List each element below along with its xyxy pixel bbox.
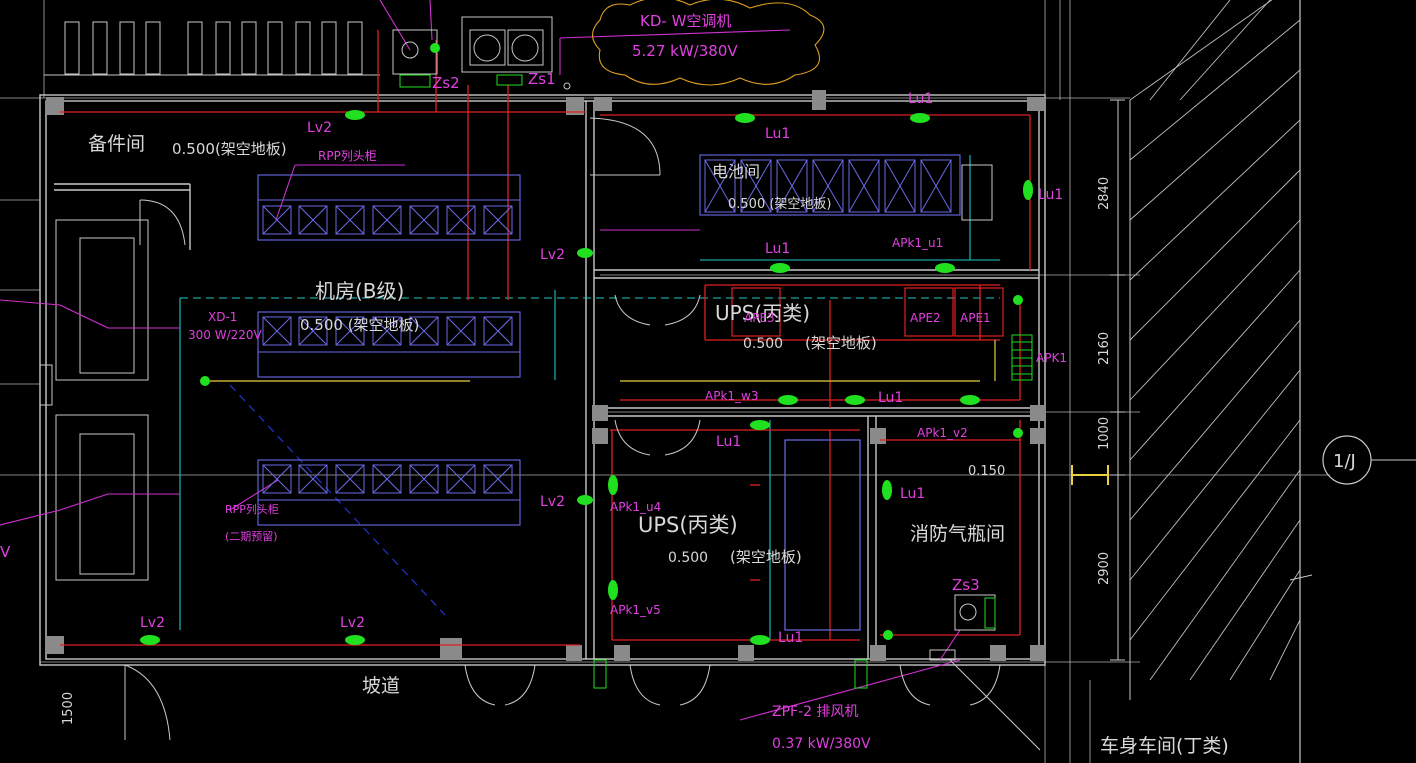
apk1-v5-label: APk1_v5 [610, 603, 661, 617]
zs3-label: Zs3 [952, 576, 980, 594]
ups-bottom-floor: 0.500 [668, 550, 708, 566]
spare-room-floor: 0.500(架空地板) [172, 140, 287, 158]
ups-top-label: UPS(丙类) [715, 301, 810, 325]
zs3-device [954, 594, 996, 631]
left-voltage-mark: V [0, 543, 11, 561]
spare-room-door [139, 117, 661, 246]
left-equipment-boxes [39, 219, 149, 581]
hatched-exterior-area [1129, 0, 1301, 763]
lv2-label-bl: Lv2 [140, 615, 165, 631]
ups-panels [731, 287, 1004, 631]
apk1-label: APK1 [1036, 351, 1067, 365]
lu1-label-bottom: Lu1 [778, 630, 803, 646]
revision-cloud [591, 0, 825, 86]
leader-lines [0, 0, 961, 721]
ac-unit-name: KD- W空调机 [640, 12, 731, 30]
ups-top-floor-note: (架空地板) [805, 334, 877, 352]
battery-room-floor: 0.500 (架空地板) [728, 197, 832, 212]
lv2-label-lower: Lv2 [540, 494, 565, 510]
ape2-label: APE2 [910, 311, 941, 325]
dim-2900: 2900 [1097, 552, 1112, 585]
ramp-label: 坡道 [362, 675, 400, 697]
dim-2160: 2160 [1097, 332, 1112, 365]
lu1-label-top: Lu1 [908, 91, 933, 107]
lu1-label-mid: Lu1 [765, 241, 790, 257]
lu1-label-ups2: Lu1 [716, 434, 741, 450]
dim-1000: 1000 [1097, 417, 1112, 450]
apk1-v2-label: APk1_v2 [917, 426, 968, 440]
ape1-label: APE1 [960, 311, 991, 325]
lu1-label-battery: Lu1 [765, 126, 790, 142]
machine-room-floor: 0.500 (架空地板) [300, 316, 419, 334]
power-lines [60, 30, 1031, 646]
lv2-label-top: Lv2 [307, 120, 332, 136]
lu1-label-right: Lu1 [1038, 187, 1063, 203]
battery-racks [699, 154, 993, 221]
lv2-label-mid: Lv2 [540, 247, 565, 263]
rack-row-top [257, 174, 521, 241]
zs1-label: Zs1 [528, 70, 556, 88]
cable-trays [179, 155, 1000, 640]
fan-name: ZPF-2 排风机 [772, 704, 859, 720]
xd1-name: XD-1 [208, 310, 237, 324]
workshop-label: 车身车间(丁类) [1100, 735, 1229, 757]
xd1-spec: 300 W/220V [188, 328, 263, 342]
ups-top-floor: 0.500 [743, 336, 783, 352]
dimension-ticks [1071, 99, 1313, 661]
rpp-top-label: RPP列头柜 [318, 149, 377, 163]
structural-columns [46, 90, 1046, 661]
axis-bubble [1322, 435, 1416, 485]
battery-room-label: 电池间 [712, 162, 760, 181]
ups-bottom-floor-note: (架空地板) [730, 548, 802, 566]
rpp-bottom-note: (二期预留) [225, 530, 278, 543]
top-windows [44, 21, 380, 76]
fan-spec: 0.37 kW/380V [772, 736, 871, 752]
apk1-u4-label: APk1_u4 [610, 500, 661, 514]
bottom-doors [124, 294, 1041, 751]
dim-2840: 2840 [1097, 177, 1112, 210]
ups-bottom-label: UPS(丙类) [638, 513, 738, 537]
lu1-label-fire: Lu1 [900, 486, 925, 502]
zs2-label: Zs2 [432, 74, 460, 92]
fire-gas-room-floor: 0.150 [968, 464, 1005, 479]
apk1-w3-label: APk1_w3 [705, 389, 758, 403]
apk1-u1-label: APk1_u1 [892, 236, 943, 250]
apk1-device [1011, 334, 1033, 381]
rack-row-middle [257, 311, 521, 378]
machine-room-label: 机房(B级) [315, 279, 404, 303]
door-contacts [593, 649, 956, 689]
rpp-bottom-label: RPP列头柜 [225, 502, 279, 516]
lu1-label-ups: Lu1 [878, 390, 903, 406]
ac-unit-spec: 5.27 kW/380V [632, 42, 738, 60]
rack-row-bottom [257, 459, 521, 526]
building-walls [39, 94, 1046, 666]
spare-room-label: 备件间 [88, 133, 145, 155]
control-lines [200, 340, 996, 382]
dim-1500: 1500 [61, 692, 76, 725]
light-fixtures [140, 43, 1033, 645]
ape3-label: APE3 [744, 311, 775, 325]
lv2-label-bm: Lv2 [340, 615, 365, 631]
fire-gas-room-label: 消防气瓶间 [910, 523, 1005, 545]
axis-tag: 1/J [1333, 451, 1356, 472]
